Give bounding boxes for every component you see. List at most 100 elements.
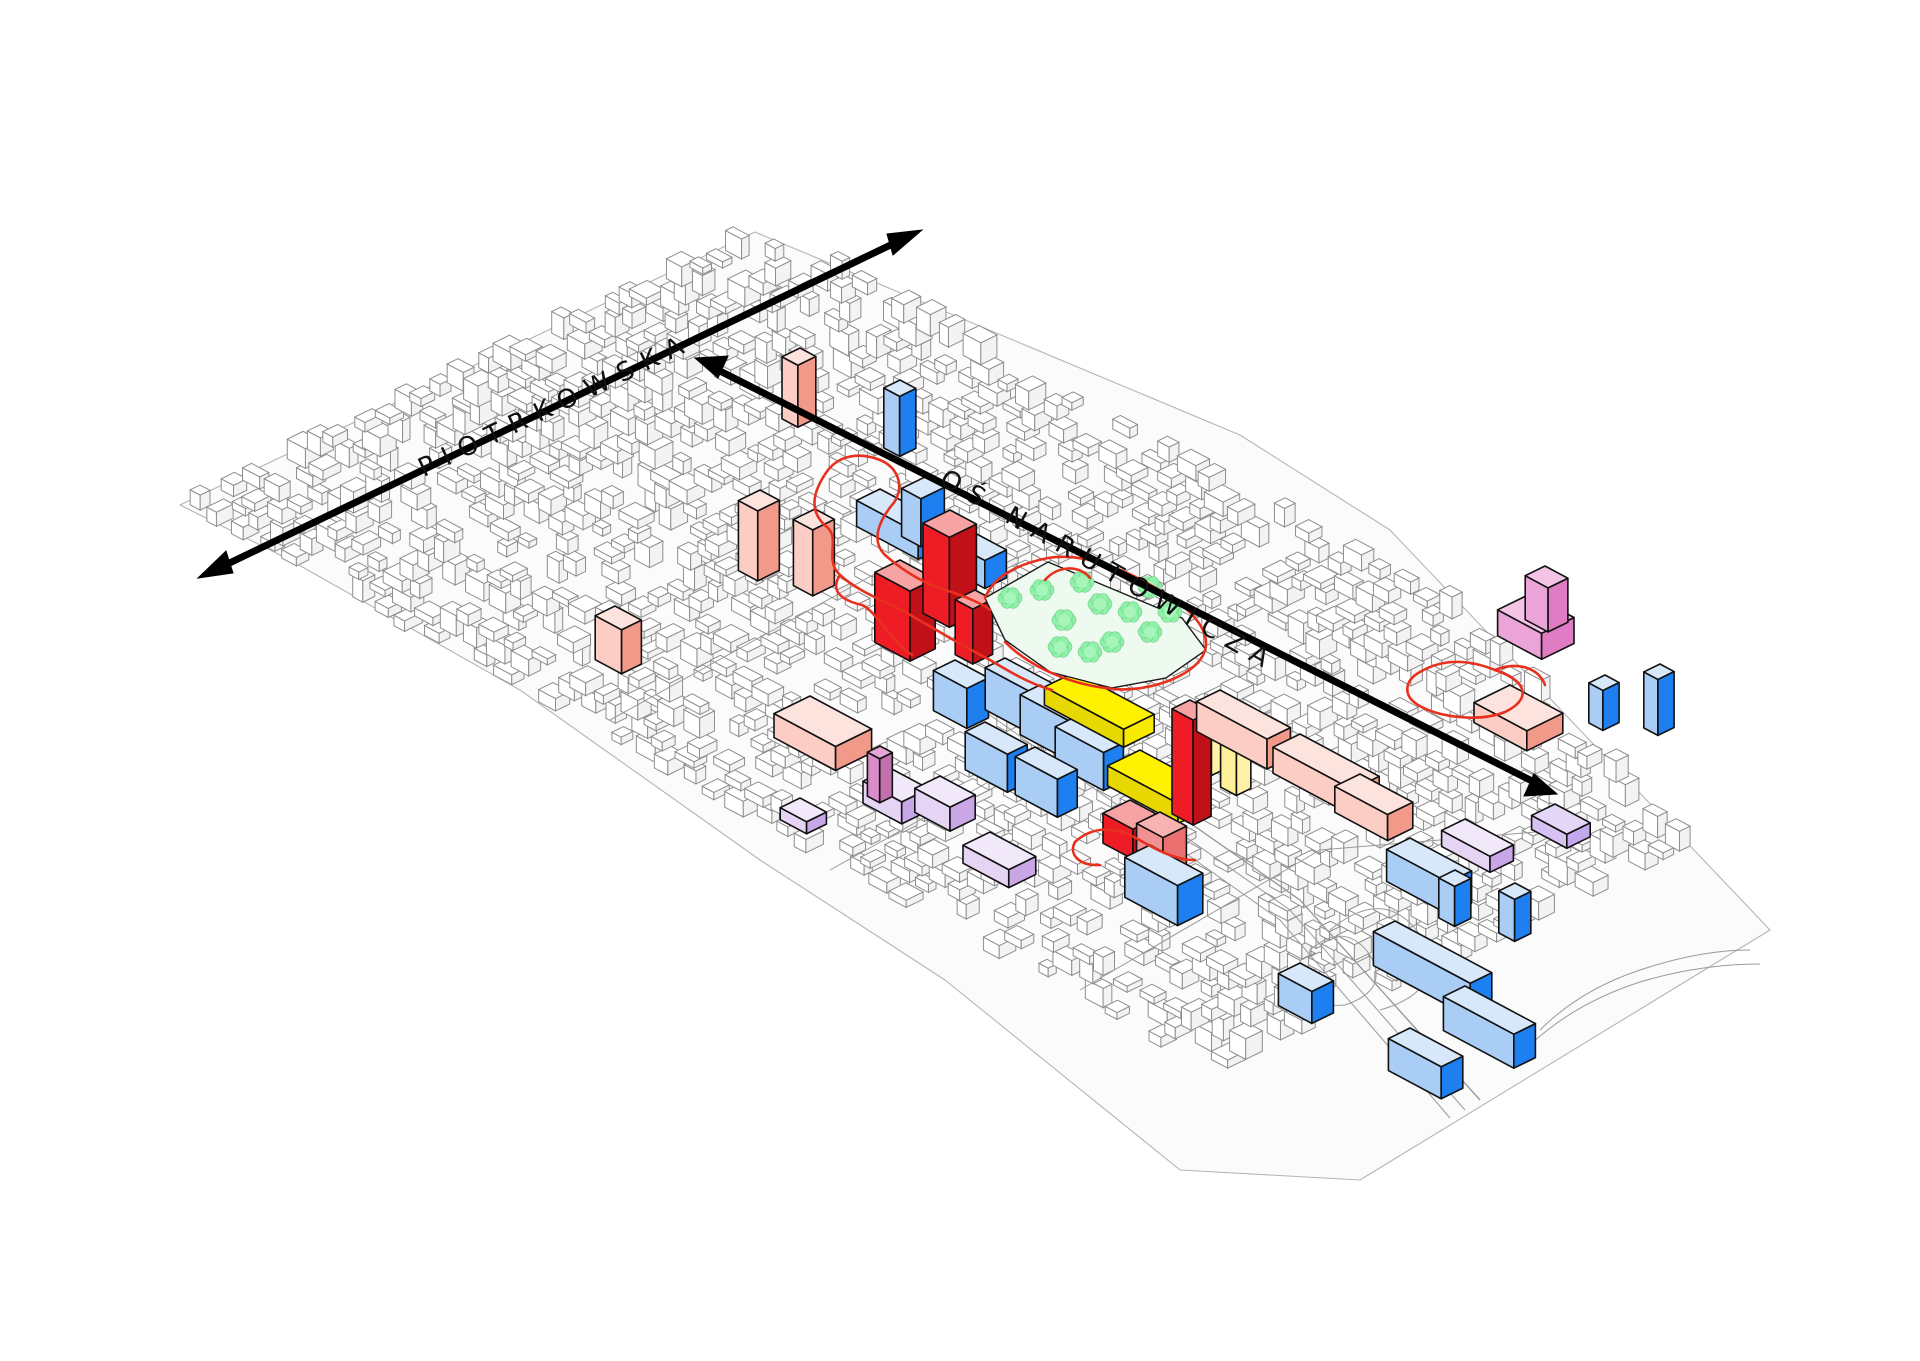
base-building (803, 628, 826, 656)
base-building-roof (1072, 943, 1100, 958)
base-building (966, 408, 998, 435)
base-building-roof (1219, 675, 1255, 694)
base-building (1071, 502, 1104, 530)
lilac-building-roof (962, 831, 1037, 871)
base-building (1429, 624, 1451, 647)
lilac-building-roof (779, 797, 828, 823)
tree-canopy (1084, 646, 1096, 658)
base-building-roof (1104, 999, 1131, 1014)
base-building (1468, 767, 1495, 799)
base-building-roof (764, 596, 794, 612)
base-building-roof (933, 353, 958, 367)
base-building-roof (605, 579, 637, 596)
red-tower-face (954, 598, 974, 665)
salmon-building-roof (1135, 811, 1188, 839)
salmon-building (1195, 689, 1292, 770)
base-building (1205, 949, 1239, 975)
base-building (409, 572, 434, 600)
base-building-roof (348, 561, 369, 573)
base-building (883, 839, 907, 860)
base-building (1603, 748, 1630, 784)
base-building-roof (916, 838, 950, 856)
base-building (854, 366, 887, 392)
base-building-roof (1201, 590, 1222, 601)
base-building (724, 226, 751, 260)
tree-icon (997, 587, 1023, 609)
salmon-tower-face (756, 499, 781, 582)
base-building-roof (865, 323, 892, 338)
base-building-roof (489, 516, 522, 534)
blue-slab (1442, 985, 1537, 1069)
tree-icon (1029, 579, 1055, 601)
base-building (914, 873, 938, 894)
base-building (785, 472, 815, 494)
base-building (1233, 640, 1264, 670)
tree-canopy (1106, 636, 1118, 648)
base-building-roof (1304, 827, 1339, 845)
yellow-station-roof (1043, 671, 1155, 731)
salmon-building-roof (594, 605, 643, 631)
base-building (1201, 542, 1235, 566)
base-building (712, 623, 750, 654)
tree-icon (1051, 609, 1077, 631)
arrowhead-icon (196, 550, 234, 579)
base-building-roof (1154, 951, 1181, 966)
base-building (1037, 496, 1062, 521)
base-building-roof (1367, 557, 1392, 571)
red-tower-face (1171, 707, 1194, 826)
base-building-roof (896, 687, 922, 701)
base-building-roof (1156, 435, 1180, 448)
base-building (1664, 818, 1692, 852)
base-building-roof (1052, 898, 1088, 917)
base-building (828, 471, 857, 499)
salmon-tower-roof (781, 347, 817, 367)
base-building (712, 748, 746, 774)
salmon-building (1473, 684, 1564, 752)
blue-building-roof (1643, 663, 1675, 681)
base-building-roof (503, 631, 527, 644)
base-building (830, 612, 858, 642)
base-building (1014, 888, 1040, 917)
base-building-roof (528, 450, 561, 467)
base-building (1219, 532, 1247, 555)
base-building-roof (785, 472, 815, 487)
salmon-building-roof (773, 695, 873, 748)
base-building (813, 678, 843, 702)
base-building-roof (890, 289, 922, 306)
base-building (377, 521, 402, 545)
base-building-roof (966, 408, 998, 425)
base-building (851, 468, 877, 489)
blue-building (1014, 746, 1079, 819)
base-building (1119, 919, 1151, 943)
base-building (465, 553, 486, 573)
base-building-roof (632, 399, 656, 411)
base-building-roof (1400, 727, 1429, 742)
base-building-roof (551, 586, 579, 601)
base-building (1014, 375, 1047, 411)
base-building (1641, 803, 1669, 839)
base-building-roof (537, 485, 568, 501)
base-building-roof (550, 306, 575, 319)
base-building-roof (1112, 971, 1144, 987)
base-building (189, 484, 212, 511)
base-building-roof (1115, 458, 1149, 477)
base-building-roof (813, 678, 843, 694)
lilac-building-roof (1440, 818, 1515, 858)
pink-tower (866, 745, 894, 804)
base-building-roof (1197, 462, 1227, 478)
base-building (1330, 829, 1359, 865)
base-building (1115, 458, 1149, 485)
base-building-roof (621, 301, 647, 314)
base-building (861, 653, 896, 680)
blue-tower (882, 379, 917, 458)
base-building-roof (1037, 496, 1062, 509)
base-building (604, 694, 628, 725)
base-building-roof (627, 666, 657, 682)
base-building (1313, 900, 1336, 921)
base-building-roof (764, 238, 785, 250)
pink-building (1524, 565, 1569, 633)
base-building-roof (1374, 723, 1410, 742)
base-building (896, 687, 922, 709)
base-building (1294, 849, 1332, 886)
salmon-building (594, 605, 643, 675)
